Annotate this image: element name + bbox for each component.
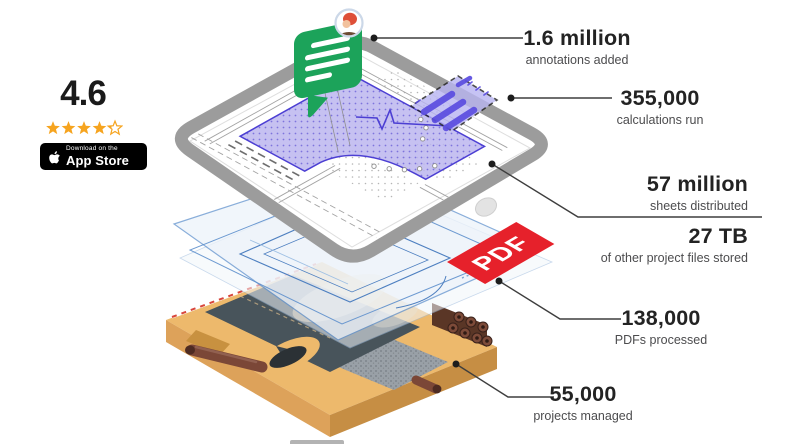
pipe-left [185, 344, 268, 373]
base-notch [186, 330, 230, 355]
stat-label: of other project files stored [600, 250, 748, 265]
home-button [474, 197, 498, 217]
stat-projects: 55,000 projects managed [503, 383, 663, 423]
stat-value: 355,000 [620, 86, 700, 110]
stat-sheets: 57 million sheets distributed [588, 173, 748, 213]
stat-annotations: 1.6 million annotations added [497, 27, 657, 67]
app-store-badge[interactable]: Download on the App Store [40, 143, 147, 170]
measurement-zigzag [355, 107, 450, 131]
stat-label: annotations added [525, 52, 629, 67]
stat-value: 57 million [646, 172, 748, 196]
stat-label: PDFs processed [614, 332, 708, 347]
puddle [269, 346, 307, 368]
callout-line-projects [455, 363, 554, 398]
sheet-dashed-tan [239, 295, 331, 339]
rating-value: 4.6 [60, 74, 107, 113]
avatar [334, 8, 364, 38]
annotation-bubble-icon [294, 8, 364, 118]
base-right-side [330, 347, 497, 437]
stat-value: 138,000 [621, 306, 701, 330]
stat-storage: 27 TB of other project files stored [568, 225, 748, 265]
pipe-right [411, 375, 442, 394]
callout-line-sheets [491, 163, 762, 218]
star-rating [46, 120, 123, 135]
stat-pdfs: 138,000 PDFs processed [581, 307, 741, 347]
callout-dots [370, 34, 515, 368]
badge-tagline: Download on the [66, 145, 118, 153]
stat-value: 55,000 [549, 382, 617, 406]
stat-label: calculations run [616, 112, 704, 127]
sheet-inner-outline [188, 185, 510, 325]
callout-line-pdfs [498, 280, 621, 320]
half-star-icon [107, 120, 123, 135]
callout-lines [374, 37, 762, 398]
pipe-stack [432, 303, 493, 347]
stat-label: projects managed [533, 408, 633, 423]
tablet-screen-blueprint [184, 51, 532, 248]
sheet-plan-lines [238, 209, 452, 309]
stat-value: 1.6 million [523, 26, 631, 50]
stat-label: sheets distributed [650, 198, 748, 213]
stat-calculations: 355,000 calculations run [580, 87, 740, 127]
calculation-tile-icon [409, 75, 499, 132]
sheet-line [249, 239, 349, 285]
star-icon [46, 120, 123, 135]
cutoff-element [290, 440, 344, 444]
stat-value: 27 TB [688, 224, 748, 248]
apple-logo-icon [49, 150, 60, 163]
badge-store-name: App Store [66, 152, 130, 168]
